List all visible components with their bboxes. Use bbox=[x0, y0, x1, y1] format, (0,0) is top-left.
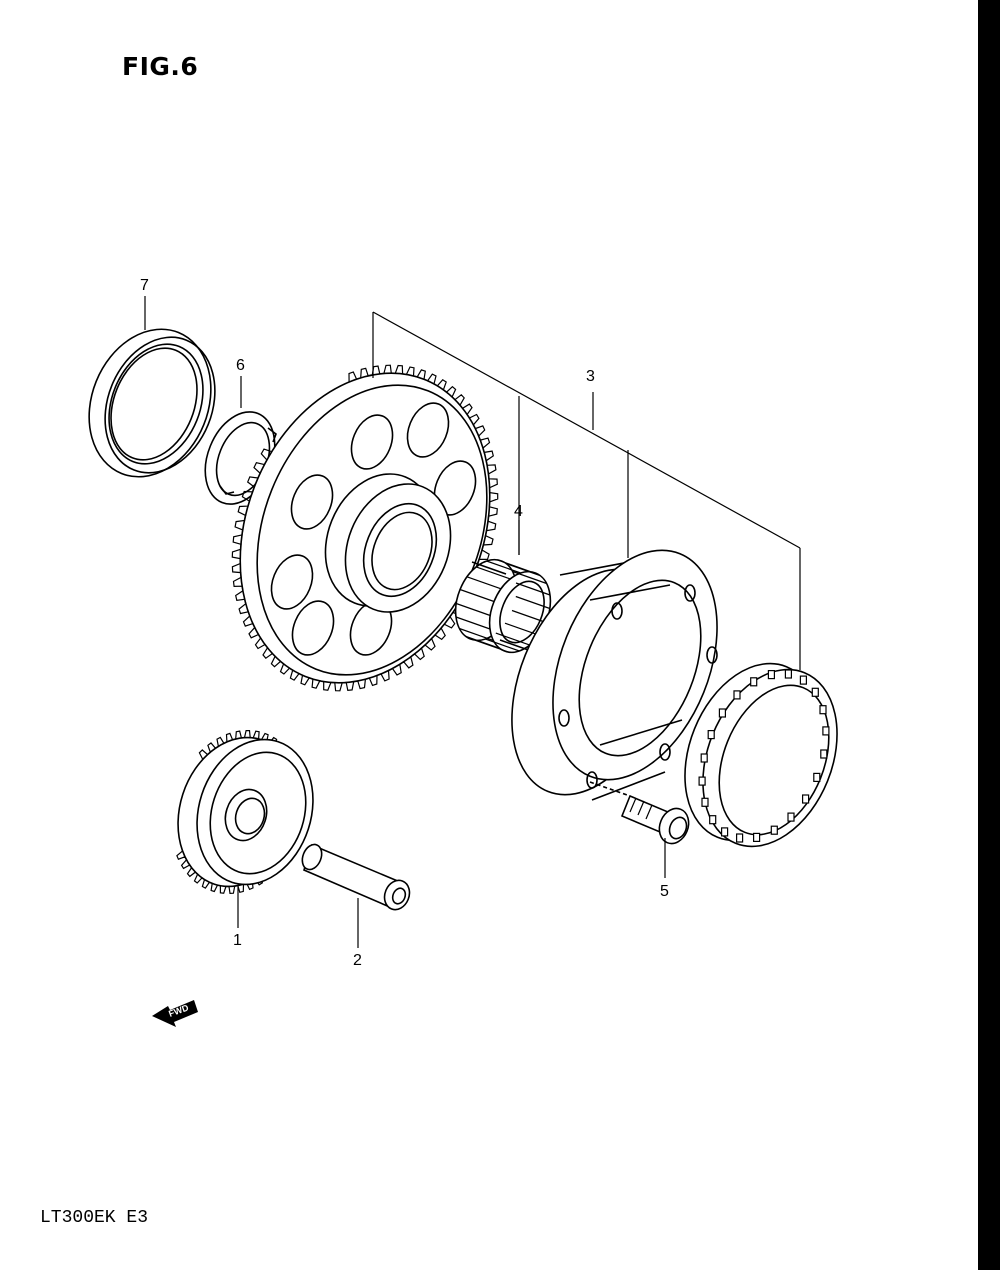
clutch-roller-slot bbox=[813, 772, 821, 783]
clutch-roller-slot bbox=[701, 797, 709, 807]
clutch-roller-slot bbox=[752, 832, 761, 843]
clutch-roller-slot bbox=[811, 687, 819, 697]
part-4-needle-bearing[interactable] bbox=[444, 551, 561, 662]
bearing-needle bbox=[512, 570, 547, 585]
part-3-one-way-clutch[interactable] bbox=[660, 643, 862, 866]
callout-1: 1 bbox=[233, 932, 242, 949]
part-1-starter-idle-gear[interactable] bbox=[159, 722, 331, 902]
clutch-roller-slot bbox=[820, 749, 828, 759]
callout-4: 4 bbox=[514, 503, 523, 520]
bearing-needle bbox=[505, 562, 541, 577]
clutch-roller-slot bbox=[819, 705, 827, 715]
part-7-oil-seal[interactable] bbox=[68, 311, 235, 495]
bearing-needle bbox=[459, 588, 495, 603]
clutch-roller-slot bbox=[733, 690, 741, 700]
clutch-roller-slot bbox=[787, 812, 795, 822]
clutch-roller-slot bbox=[735, 833, 744, 843]
bearing-needle bbox=[459, 627, 494, 642]
bearing-needle bbox=[515, 582, 551, 596]
part-2-idle-gear-shaft[interactable] bbox=[299, 842, 414, 914]
clutch-roller-slot bbox=[700, 753, 708, 763]
figure-title: FIG.6 bbox=[122, 52, 199, 81]
clutch-roller-slot bbox=[801, 794, 810, 804]
callout-labels: 7 6 3 4 5 1 2 bbox=[140, 277, 669, 969]
clutch-roller-slot bbox=[718, 708, 727, 718]
callout-7: 7 bbox=[140, 277, 149, 294]
bearing-needle bbox=[466, 576, 502, 590]
clutch-roller-slot bbox=[767, 669, 776, 680]
bearing-needle bbox=[465, 635, 501, 650]
clutch-roller-slot bbox=[822, 726, 830, 736]
bearing-needle bbox=[485, 638, 520, 652]
clutch-roller-slot bbox=[707, 729, 715, 740]
clutch-roller-slot bbox=[720, 827, 729, 837]
bearing-needle bbox=[456, 602, 491, 617]
part-3-starter-driven-gear[interactable] bbox=[196, 335, 535, 720]
clutch-roller-slot bbox=[709, 815, 717, 825]
clutch-roller-slot bbox=[750, 677, 758, 687]
bearing-needle bbox=[455, 616, 491, 630]
part-5-bolt[interactable] bbox=[589, 781, 694, 848]
callout-6: 6 bbox=[236, 357, 245, 374]
bearing-needle bbox=[486, 560, 521, 574]
clutch-roller-slot bbox=[784, 669, 793, 679]
callout-2: 2 bbox=[353, 952, 362, 969]
fwd-direction-arrow: FWD bbox=[152, 1000, 198, 1027]
callout-5: 5 bbox=[660, 883, 669, 900]
model-code: LT300EK E3 bbox=[40, 1208, 149, 1228]
callout-3: 3 bbox=[586, 368, 595, 385]
bearing-needle bbox=[495, 632, 530, 646]
bearing-needle bbox=[476, 566, 511, 580]
part-3-starter-clutch-housing[interactable] bbox=[481, 526, 749, 818]
clutch-roller-slot bbox=[770, 825, 778, 835]
bearing-needle bbox=[504, 622, 540, 636]
leader-lines bbox=[144, 296, 801, 948]
clutch-roller-slot bbox=[698, 776, 706, 786]
scan-edge-bar bbox=[978, 0, 1000, 1270]
clutch-roller-slot bbox=[799, 675, 808, 685]
